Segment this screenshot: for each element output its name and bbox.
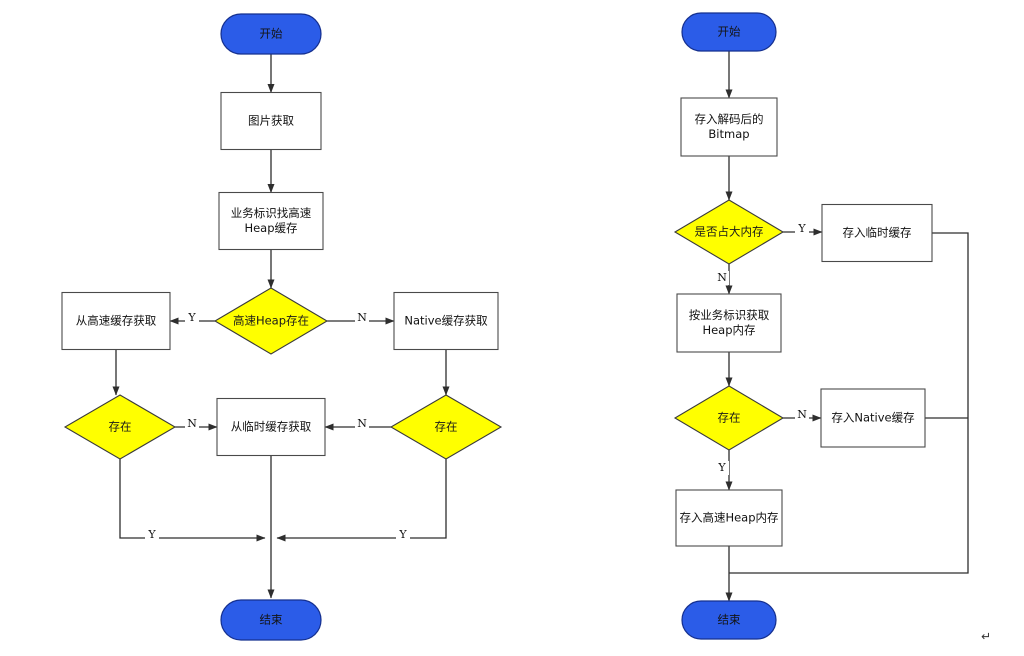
terminal-shape — [681, 12, 777, 52]
node-r-exist[interactable]: 存在 — [673, 385, 785, 451]
node-label-r-exist: 存在 — [718, 411, 741, 425]
node-r-temp[interactable]: 存入临时缓存 — [821, 203, 933, 263]
node-label-r-temp: 存入临时缓存 — [843, 226, 912, 240]
node-label-l-exist-left: 存在 — [109, 420, 132, 434]
edge-label-l-heapexist-l-fromfast: Y — [187, 311, 196, 324]
paragraph-mark-icon: ↵ — [981, 630, 991, 644]
process-shape — [61, 291, 171, 351]
node-label-l-start: 开始 — [260, 27, 283, 41]
node-label-l-fromfast: 从高速缓存获取 — [76, 314, 157, 328]
node-l-fromtemp[interactable]: 从临时缓存获取 — [216, 397, 326, 457]
node-l-fetch[interactable]: 图片获取 — [220, 91, 322, 151]
node-label-l-lookup-line2: Heap缓存 — [244, 221, 297, 235]
node-label-l-fromnative: Native缓存获取 — [404, 314, 488, 328]
node-label-r-bigmem: 是否占大内存 — [695, 225, 764, 239]
node-label-l-lookup-line1: 业务标识找高速 — [231, 206, 312, 220]
terminal-shape — [681, 600, 777, 640]
decision-shape — [213, 287, 329, 355]
node-l-heapexist[interactable]: 高速Heap存在 — [213, 287, 329, 355]
node-r-native[interactable]: 存入Native缓存 — [820, 388, 926, 448]
edge-label-r-exist-r-native: N — [797, 408, 807, 421]
node-label-l-fromtemp: 从临时缓存获取 — [231, 420, 312, 434]
connector-l-exist-left-to-l-end — [119, 459, 266, 542]
edge-label-bg — [145, 528, 159, 542]
edge-label-r-bigmem-r-temp: Y — [797, 222, 806, 235]
decision-shape — [673, 199, 785, 265]
node-label-l-exist-right: 存在 — [435, 420, 458, 434]
edge-label-l-exist-left-l-fromtemp: N — [187, 417, 197, 430]
nodes-write-flow: 开始存入解码后的Bitmap是否占大内存存入临时缓存按业务标识获取Heap内存存… — [673, 12, 933, 640]
process-shape — [676, 293, 782, 353]
edge-label-bg — [396, 528, 410, 542]
connector-l-exist-right-to-l-end — [276, 459, 447, 542]
decision-shape — [673, 385, 785, 451]
edge-label-bg — [795, 408, 809, 422]
node-r-start[interactable]: 开始 — [681, 12, 777, 52]
edge-label-bg — [715, 461, 729, 475]
node-label-r-native: 存入Native缓存 — [831, 411, 914, 425]
edge-label-bg — [355, 311, 369, 325]
node-label-l-end: 结束 — [260, 613, 283, 627]
process-shape — [218, 191, 324, 251]
node-l-start[interactable]: 开始 — [220, 13, 322, 55]
edge-label-l-heapexist-l-fromnative: N — [357, 311, 367, 324]
process-shape — [220, 91, 322, 151]
node-label-r-store-line2: Bitmap — [708, 127, 749, 141]
process-shape — [680, 97, 778, 157]
edge-label-bg — [185, 311, 199, 325]
node-l-end[interactable]: 结束 — [220, 599, 322, 641]
connector-r-temp-to-r-end — [729, 232, 969, 574]
process-shape — [216, 397, 326, 457]
node-r-fastheap[interactable]: 存入高速Heap内存 — [675, 489, 783, 547]
process-shape — [821, 203, 933, 263]
node-label-r-getheap-line2: Heap内存 — [702, 323, 755, 337]
node-label-r-fastheap: 存入高速Heap内存 — [679, 511, 778, 525]
node-label-r-start: 开始 — [718, 25, 741, 39]
edge-label-l-exist-right-l-fromtemp: N — [357, 417, 367, 430]
node-r-end[interactable]: 结束 — [681, 600, 777, 640]
edge-label-bg — [715, 271, 729, 285]
process-shape — [675, 489, 783, 547]
node-label-l-fetch: 图片获取 — [248, 114, 294, 128]
node-label-r-end: 结束 — [718, 613, 741, 627]
edge-label-bg — [795, 222, 809, 236]
node-label-r-getheap-line1: 按业务标识获取 — [689, 308, 770, 322]
node-l-fromfast[interactable]: 从高速缓存获取 — [61, 291, 171, 351]
terminal-shape — [220, 599, 322, 641]
edge-label-r-bigmem-r-getheap: N — [717, 271, 727, 284]
edge-label-l-exist-right-l-end: Y — [398, 528, 407, 541]
terminal-shape — [220, 13, 322, 55]
edges-read-flow: Y N N N Y Y — [112, 54, 450, 599]
decision-shape — [63, 394, 177, 460]
edge-label-r-exist-r-fastheap: Y — [717, 461, 726, 474]
edge-label-bg — [355, 417, 369, 431]
edge-label-bg — [185, 417, 199, 431]
node-label-l-heapexist: 高速Heap存在 — [233, 314, 309, 328]
node-l-exist-right[interactable]: 存在 — [389, 394, 503, 460]
node-l-fromnative[interactable]: Native缓存获取 — [393, 291, 499, 351]
connector-layer: Y N N N Y Y Y N N Y — [112, 51, 969, 602]
node-label-r-store-line1: 存入解码后的 — [695, 112, 764, 126]
node-r-bigmem[interactable]: 是否占大内存 — [673, 199, 785, 265]
edges-write-flow: Y N N Y — [715, 51, 969, 602]
process-shape — [820, 388, 926, 448]
process-shape — [393, 291, 499, 351]
node-l-exist-left[interactable]: 存在 — [63, 394, 177, 460]
edge-label-l-exist-left-l-end: Y — [147, 528, 156, 541]
decision-shape — [389, 394, 503, 460]
